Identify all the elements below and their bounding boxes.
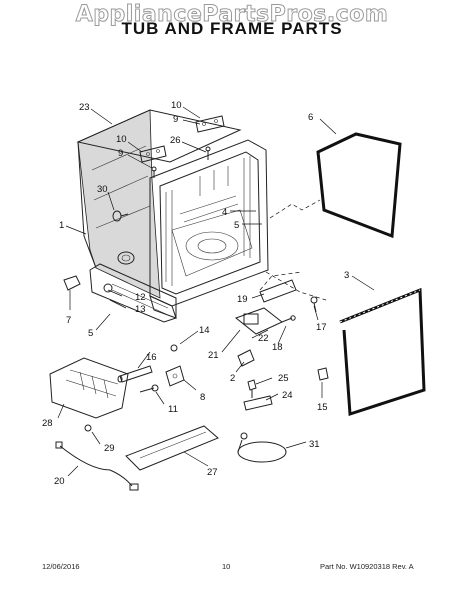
mount-plate-21 <box>234 307 283 335</box>
tub-assembly <box>76 109 269 319</box>
callout-3: 3 <box>344 270 349 281</box>
callout-28: 28 <box>42 418 53 429</box>
callout-8: 8 <box>200 392 205 403</box>
screw-22 <box>281 315 296 323</box>
footer-page-number: 10 <box>222 562 231 571</box>
callout-16: 16 <box>146 352 157 363</box>
callout-26: 26 <box>170 135 181 146</box>
callout-labels: 23 10 9 10 9 26 30 1 4 5 6 3 12 13 5 7 1… <box>42 100 349 487</box>
screw-11 <box>139 384 159 393</box>
door-gasket-6 <box>316 132 402 239</box>
callout-5: 5 <box>88 328 93 339</box>
callout-21: 21 <box>208 350 219 361</box>
callout-1: 1 <box>59 220 64 231</box>
callout-14: 14 <box>199 325 210 336</box>
cable-20 <box>55 441 139 491</box>
bolt-25 <box>247 379 257 398</box>
callout-7: 7 <box>66 315 71 326</box>
callout-15: 15 <box>317 402 328 413</box>
callout-27: 27 <box>207 467 218 478</box>
callout-19: 19 <box>237 294 248 305</box>
callout-17: 17 <box>316 322 327 333</box>
callout-2: 2 <box>230 373 235 384</box>
callout-22: 22 <box>258 333 269 344</box>
callout-29: 29 <box>104 443 115 454</box>
pipe-16 <box>117 365 153 383</box>
callout-10-top: 10 <box>171 100 182 111</box>
callout-9-left: 9 <box>118 148 123 159</box>
callout-20: 20 <box>54 476 65 487</box>
hinge-bracket-top <box>195 115 225 133</box>
leader-lines <box>57 106 375 477</box>
callout-5-right: 5 <box>234 220 239 231</box>
callout-25: 25 <box>278 373 289 384</box>
screw-17 <box>310 296 318 313</box>
screw-26 <box>205 146 211 160</box>
panel-27 <box>125 425 219 471</box>
callout-4: 4 <box>222 207 227 218</box>
callout-23: 23 <box>79 102 90 113</box>
callout-6: 6 <box>308 112 313 123</box>
footer-date: 12/06/2016 <box>42 562 80 571</box>
callout-12: 12 <box>135 292 146 303</box>
bracket-24 <box>243 395 273 411</box>
callout-9-top: 9 <box>173 114 178 125</box>
fitting-15 <box>317 367 329 381</box>
insulation-28 <box>49 357 129 419</box>
clip-29 <box>84 424 92 432</box>
screw-9-left <box>151 166 157 178</box>
part-8 <box>165 365 185 387</box>
callout-10-left: 10 <box>116 134 127 145</box>
plug-30 <box>112 210 129 222</box>
hinge-bracket-left <box>139 145 167 163</box>
clip-7 <box>63 275 81 291</box>
callout-31: 31 <box>309 439 320 450</box>
callout-24: 24 <box>282 390 293 401</box>
watermark-logo: AppliancePartsPros.com <box>75 2 389 28</box>
callout-13: 13 <box>135 304 146 315</box>
diagram-title: TUB AND FRAME PARTS <box>121 19 343 38</box>
callout-18: 18 <box>272 342 283 353</box>
latch-bracket-19 <box>259 279 297 303</box>
callout-30: 30 <box>97 184 108 195</box>
harness-31 <box>237 432 287 463</box>
callout-11: 11 <box>168 404 178 415</box>
front-bracket-5 <box>89 263 177 323</box>
fastener-14 <box>170 344 178 352</box>
tub-seal-3 <box>339 287 426 417</box>
part-2 <box>237 349 255 367</box>
footer-part-number: Part No. W10920318 Rev. A <box>320 562 414 571</box>
